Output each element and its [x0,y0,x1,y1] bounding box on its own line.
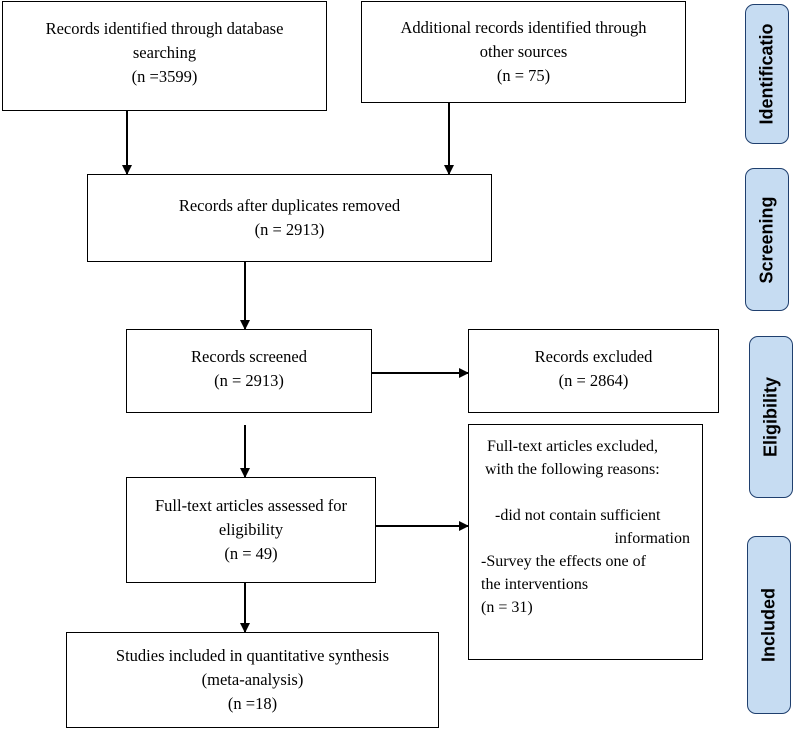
phase-identification: Identificatio [745,4,789,144]
fulltext-assessed-count: (n = 49) [224,544,278,563]
records-other-line1: Additional records identified through [400,18,647,37]
studies-included-count: (n =18) [227,694,278,713]
records-other-line2: other sources [479,42,568,61]
fulltext-excluded-reason1: -did not contain sufficient [495,507,661,524]
records-excluded-box: Records excluded (n = 2864) [468,329,719,413]
fulltext-assessed-box: Full-text articles assessed for eligibil… [126,477,376,583]
phase-screening: Screening [745,168,789,311]
fulltext-excluded-box: Full-text articles excluded, with the fo… [468,424,703,660]
phase-screening-label: Screening [756,195,777,284]
fulltext-excluded-line2: with the following reasons: [485,461,660,478]
records-database-line1: Records identified through database [45,19,284,38]
phase-eligibility: Eligibility [749,336,793,498]
duplicates-removed-count: (n = 2913) [254,220,325,239]
phase-included: Included [747,536,791,714]
records-database-line2: searching [132,43,197,62]
fulltext-excluded-count: (n = 31) [481,599,533,616]
studies-included-line1: Studies included in quantitative synthes… [115,646,390,665]
duplicates-removed-box: Records after duplicates removed (n = 29… [87,174,492,262]
phase-eligibility-label: Eligibility [760,376,781,458]
records-excluded-label: Records excluded [534,347,653,366]
fulltext-excluded-line1: Full-text articles excluded, [487,438,659,455]
studies-included-box: Studies included in quantitative synthes… [66,632,439,728]
duplicates-removed-label: Records after duplicates removed [178,196,401,215]
phase-identification-label: Identificatio [756,23,777,125]
fulltext-assessed-line2: eligibility [218,520,284,539]
records-database-box: Records identified through database sear… [2,1,327,111]
records-other-count: (n = 75) [496,66,551,85]
fulltext-excluded-reason2: -Survey the effects one of [481,553,646,570]
records-other-sources-box: Additional records identified through ot… [361,1,686,103]
studies-included-line2: (meta-analysis) [201,670,304,689]
fulltext-assessed-line1: Full-text articles assessed for [155,496,347,515]
fulltext-excluded-reason2-cont: the interventions [481,576,589,593]
records-excluded-count: (n = 2864) [558,371,629,390]
records-screened-label: Records screened [191,347,307,366]
records-screened-count: (n = 2913) [214,371,284,390]
phase-included-label: Included [758,587,779,663]
records-database-count: (n =3599) [131,67,198,86]
records-screened-box: Records screened (n = 2913) [126,329,372,413]
fulltext-excluded-reason1-cont: information [614,530,690,547]
